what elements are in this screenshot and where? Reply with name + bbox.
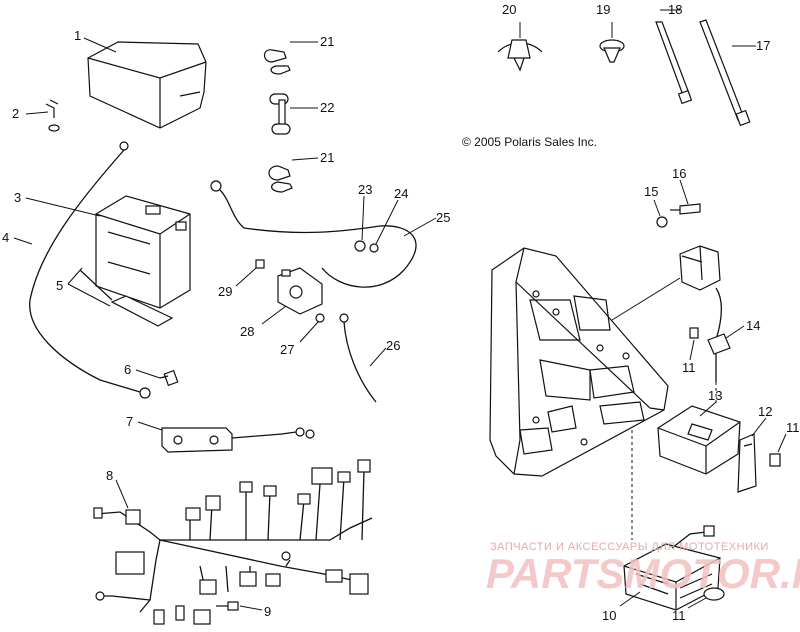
electrical-mounting-plate-part[interactable] bbox=[489, 247, 669, 477]
starter-solenoid-part[interactable] bbox=[277, 267, 323, 315]
callout-5[interactable]: 5 bbox=[56, 278, 63, 293]
callout-21-upper[interactable]: 21 bbox=[320, 34, 334, 49]
callout-20[interactable]: 20 bbox=[502, 2, 516, 17]
callout-2[interactable]: 2 bbox=[12, 106, 19, 121]
ground-cable-part[interactable] bbox=[29, 141, 151, 399]
clip-part-14[interactable] bbox=[707, 333, 731, 382]
nut-part-24[interactable] bbox=[369, 243, 379, 253]
callout-22[interactable]: 22 bbox=[320, 100, 334, 115]
callout-14[interactable]: 14 bbox=[746, 318, 760, 333]
relay-part[interactable] bbox=[679, 245, 722, 341]
callout-12[interactable]: 12 bbox=[758, 404, 772, 419]
callout-8[interactable]: 8 bbox=[106, 468, 113, 483]
callout-10[interactable]: 10 bbox=[602, 608, 616, 623]
callout-1[interactable]: 1 bbox=[74, 28, 81, 43]
screw-part-11-right[interactable] bbox=[769, 453, 781, 467]
main-wire-harness-part[interactable] bbox=[93, 459, 373, 625]
callout-18[interactable]: 18 bbox=[668, 2, 682, 17]
fuse-holder-part[interactable] bbox=[161, 427, 315, 453]
battery-box-part[interactable] bbox=[87, 41, 207, 129]
callout-9[interactable]: 9 bbox=[264, 604, 271, 619]
callout-6[interactable]: 6 bbox=[124, 362, 131, 377]
cable-tie-long-part[interactable] bbox=[699, 19, 751, 127]
battery-part[interactable] bbox=[95, 195, 191, 309]
callout-17[interactable]: 17 bbox=[756, 38, 770, 53]
nut-part-15[interactable] bbox=[656, 216, 668, 228]
screw-part-11-upper[interactable] bbox=[689, 327, 699, 339]
watermark-brand: PARTSMOTOR.RU bbox=[486, 550, 800, 597]
callout-11-right[interactable]: 11 bbox=[786, 420, 800, 435]
screw-part-11-lower[interactable] bbox=[703, 587, 725, 601]
callout-4[interactable]: 4 bbox=[2, 230, 9, 245]
nut-part-27[interactable] bbox=[315, 313, 325, 323]
callout-28[interactable]: 28 bbox=[240, 324, 254, 339]
screw-part-29[interactable] bbox=[255, 259, 265, 269]
callout-16[interactable]: 16 bbox=[672, 166, 686, 181]
callout-21-lower[interactable]: 21 bbox=[320, 150, 334, 165]
voltage-regulator-part[interactable] bbox=[623, 525, 721, 611]
watermark: ЗАПЧАСТИ И АКСЕССУАРЫ ДЛЯ МОТОТЕХНИКИ PA… bbox=[486, 541, 800, 597]
callout-13[interactable]: 13 bbox=[708, 388, 722, 403]
nut-part-23[interactable] bbox=[354, 240, 366, 252]
screw-part[interactable] bbox=[45, 99, 60, 132]
callout-11-upper[interactable]: 11 bbox=[682, 360, 696, 375]
ground-screw-part-9[interactable] bbox=[216, 601, 239, 611]
clip-part-lower[interactable] bbox=[268, 165, 293, 193]
battery-strap-part[interactable] bbox=[79, 269, 174, 327]
callout-15[interactable]: 15 bbox=[644, 184, 658, 199]
callout-3[interactable]: 3 bbox=[14, 190, 21, 205]
callout-11-lower[interactable]: 11 bbox=[672, 608, 686, 623]
cable-tie-short-part[interactable] bbox=[655, 21, 693, 105]
link-bracket-part[interactable] bbox=[269, 93, 291, 135]
positive-cable-part[interactable] bbox=[210, 180, 417, 288]
copyright-notice: © 2005 Polaris Sales Inc. bbox=[462, 135, 597, 149]
bolt-part-16[interactable] bbox=[670, 203, 701, 215]
starter-cable-part[interactable] bbox=[339, 313, 377, 403]
callout-29[interactable]: 29 bbox=[218, 284, 232, 299]
callout-25[interactable]: 25 bbox=[436, 210, 450, 225]
callout-26[interactable]: 26 bbox=[386, 338, 400, 353]
bracket-part-12[interactable] bbox=[737, 433, 757, 493]
watermark-tagline: ЗАПЧАСТИ И АКСЕССУАРЫ ДЛЯ МОТОТЕХНИКИ bbox=[490, 541, 769, 553]
callout-7[interactable]: 7 bbox=[126, 414, 133, 429]
cdi-module-part[interactable] bbox=[657, 405, 741, 475]
callout-27[interactable]: 27 bbox=[280, 342, 294, 357]
callout-23[interactable]: 23 bbox=[358, 182, 372, 197]
bolt-part[interactable] bbox=[159, 369, 179, 387]
wire-clip-part[interactable] bbox=[497, 39, 543, 72]
push-rivet-part[interactable] bbox=[599, 39, 625, 63]
clip-part-upper[interactable] bbox=[263, 49, 291, 75]
callout-24[interactable]: 24 bbox=[394, 186, 408, 201]
callout-19[interactable]: 19 bbox=[596, 2, 610, 17]
